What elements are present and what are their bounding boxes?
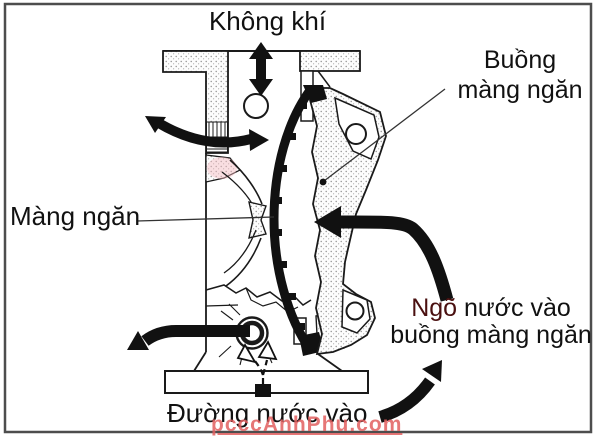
right-flange bbox=[299, 50, 361, 72]
diaphragm-leader-line bbox=[136, 216, 275, 222]
flow-arrows bbox=[127, 42, 454, 423]
chamber-inlet-line1: Ngõ nước vào bbox=[385, 295, 597, 322]
inlet-dashed-arrow bbox=[236, 340, 278, 397]
air-sweep-arrow bbox=[145, 116, 269, 151]
valve-seat bbox=[248, 201, 267, 239]
water-out-arrow bbox=[127, 325, 250, 350]
water-up-arrow bbox=[378, 360, 442, 423]
diaphragm-label: Màng ngăn bbox=[10, 201, 141, 231]
chamber-inlet-line2: buồng màng ngăn bbox=[390, 321, 592, 349]
chamber-label: Buồng màng ngăn bbox=[425, 45, 600, 105]
chamber-inlet-label: Ngõ nước vào buồng màng ngăn bbox=[385, 295, 597, 349]
chamber-leader-dot bbox=[319, 178, 327, 186]
pink-blush bbox=[207, 157, 237, 179]
body-bolt-hole bbox=[243, 93, 269, 119]
air-flow-arrow bbox=[249, 42, 273, 96]
chamber-leader-line bbox=[323, 88, 446, 182]
leader-lines bbox=[136, 88, 446, 222]
chamber-inlet-accent-word: Ngõ bbox=[411, 294, 458, 322]
water-inlet-label: Đường nước vào bbox=[167, 398, 368, 428]
watermark: pcccAnhPhu.com bbox=[211, 413, 403, 436]
chamber-inlet-line1-rest: nước vào bbox=[457, 294, 571, 322]
chamber-inlet-arrow bbox=[314, 206, 454, 302]
cover-bolt-hole-bottom bbox=[345, 301, 365, 321]
cover-bolt-hole-top bbox=[345, 123, 367, 145]
air-label: Không khí bbox=[208, 6, 327, 36]
chamber-label-line1: Buồng bbox=[483, 46, 557, 74]
diaphragm bbox=[269, 85, 327, 354]
chamber-label-line2: màng ngăn bbox=[457, 76, 583, 104]
image-frame bbox=[3, 2, 593, 434]
